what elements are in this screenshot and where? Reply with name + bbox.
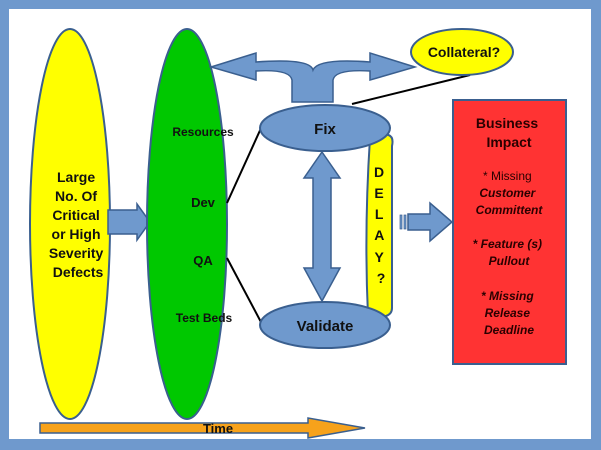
business-impact-title: Business Impact [476, 115, 542, 150]
fix-label: Fix [314, 121, 336, 138]
fix-ellipse [259, 104, 391, 152]
qa-to-validate-line [226, 257, 263, 325]
impact-item-feature: * Feature (s) Pullout [473, 237, 546, 268]
business-impact-box [452, 99, 567, 365]
test-beds-label: Test Beds [176, 311, 233, 325]
defects-label: Large No. Of Critical or High Severity D… [49, 169, 107, 280]
dev-label: Dev [191, 195, 216, 210]
resources-label: Resources [172, 125, 234, 139]
time-label: Time [203, 421, 233, 436]
qa-label: QA [193, 253, 213, 268]
impact-item-customer: * Missing Customer Committent [476, 169, 544, 217]
defects-to-resources-arrow [107, 201, 151, 243]
delay-to-impact-arrow [407, 201, 454, 243]
arrow-stripe-1 [399, 214, 403, 230]
delay-label: D E L A Y ? [374, 164, 388, 286]
resources-ellipse [146, 28, 228, 420]
defects-ellipse [29, 28, 111, 420]
delay-shape [365, 133, 394, 318]
collateral-label: Collateral? [428, 44, 500, 60]
arrow-stripe-2 [403, 214, 407, 230]
dev-to-fix-line [226, 125, 263, 204]
collateral-ellipse [410, 28, 514, 76]
validate-label: Validate [297, 318, 354, 335]
fix-validate-double-arrow [302, 150, 342, 303]
feedback-branch-arrow [208, 51, 418, 103]
validate-ellipse [259, 301, 391, 349]
time-arrow [39, 417, 366, 439]
fix-to-collateral-line [351, 74, 471, 105]
impact-item-release: * Missing Release Deadline [481, 289, 537, 337]
